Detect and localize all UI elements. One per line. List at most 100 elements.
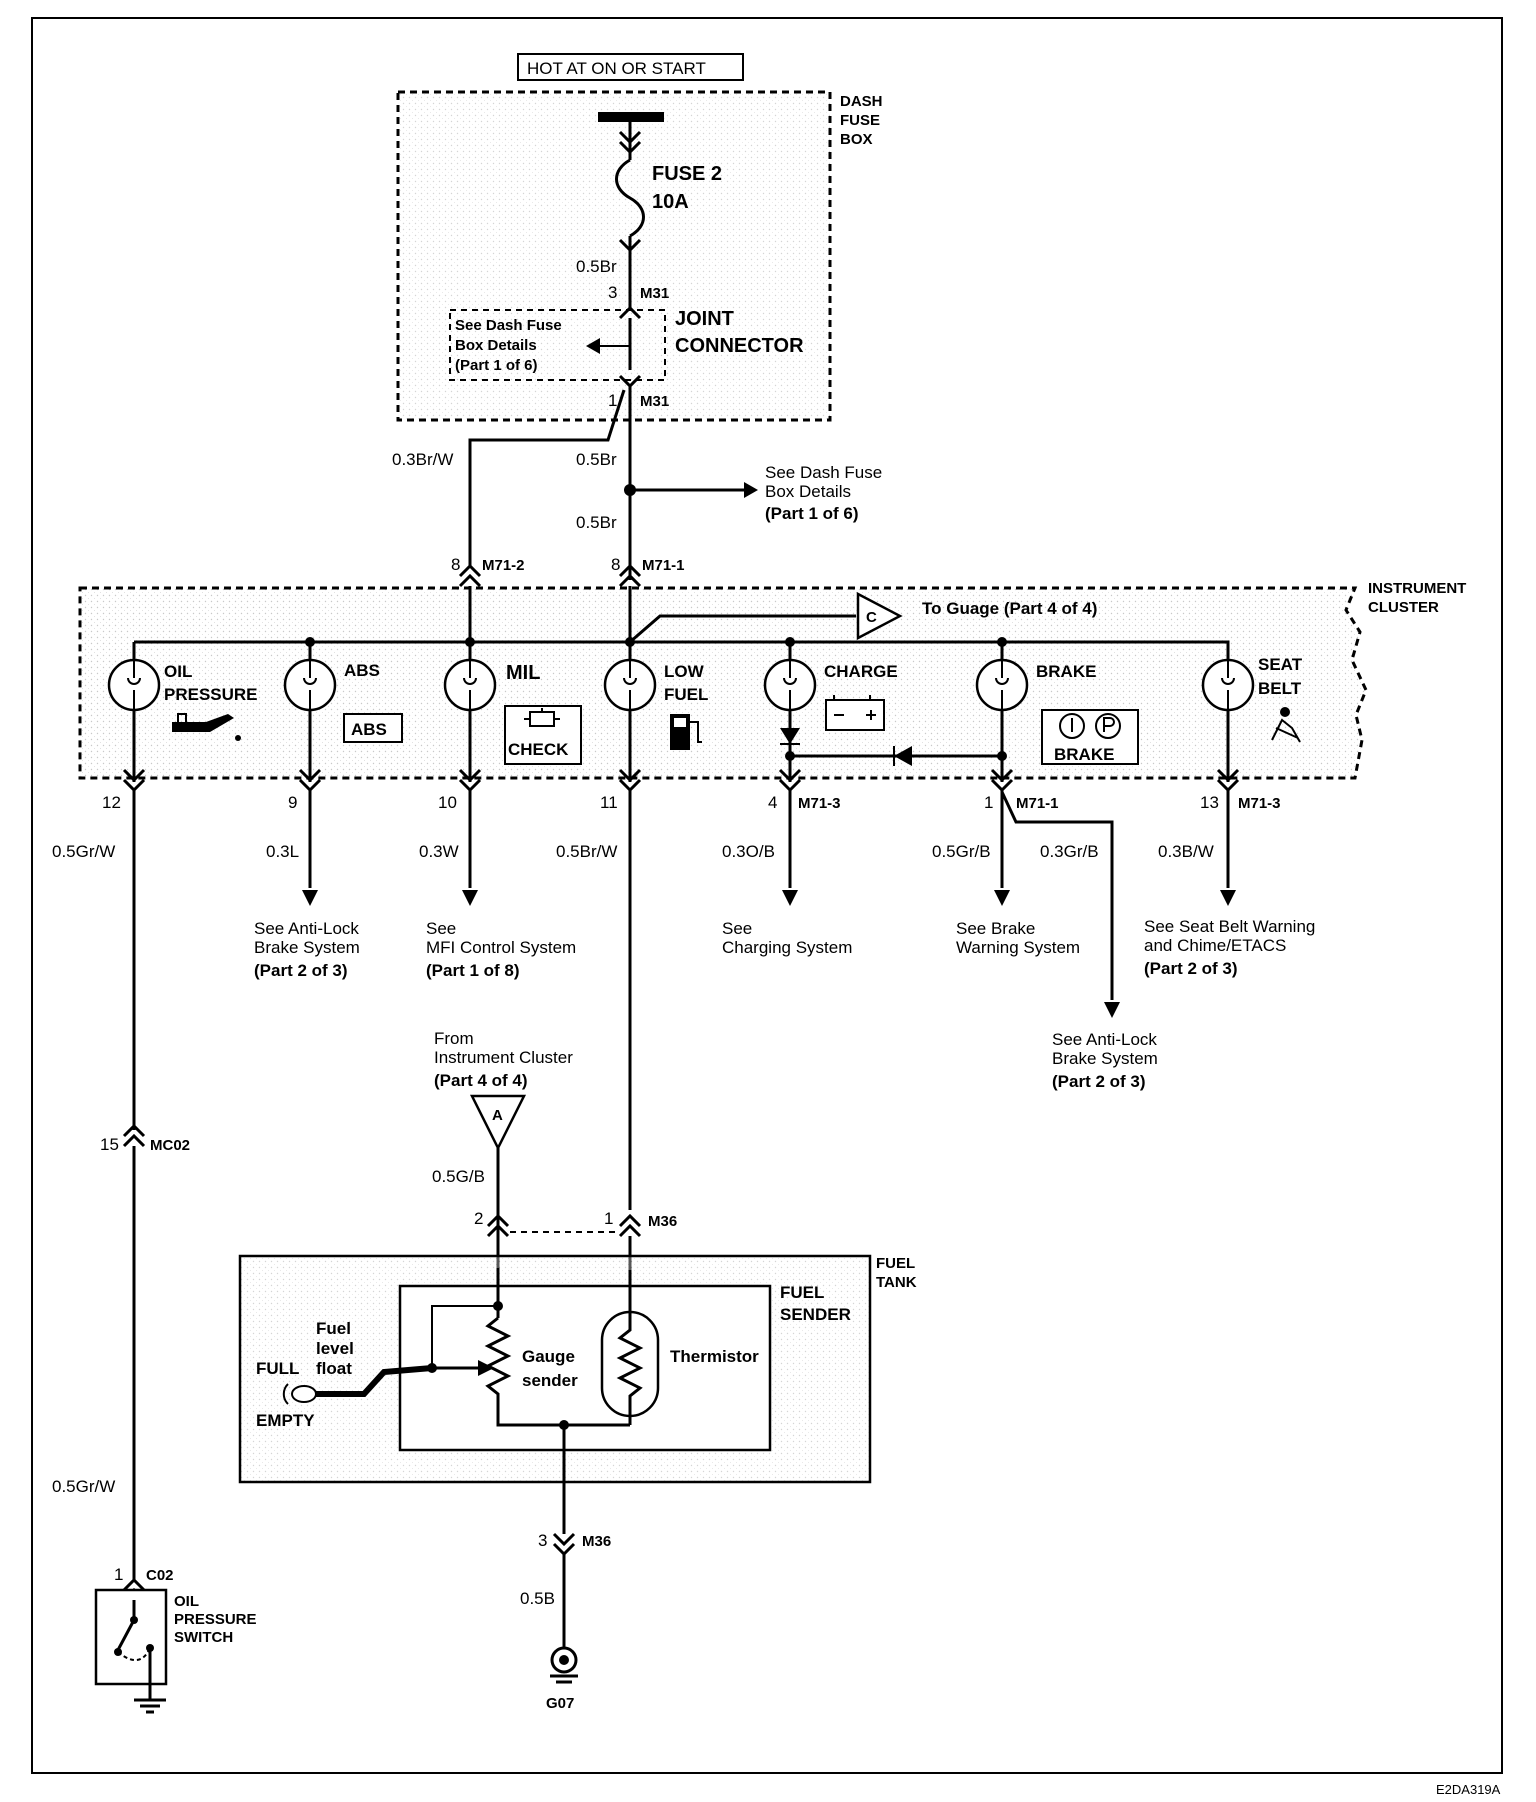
fuse-label: FUSE 2 <box>652 163 722 185</box>
wire-label-03bw: 0.3B/W <box>1158 842 1214 861</box>
m31-bot-pin: 1 <box>608 391 617 410</box>
ref-brake-line-2: Warning System <box>956 938 1080 957</box>
m31-top-pin: 3 <box>608 283 617 302</box>
wire-label-05br-a: 0.5Br <box>576 257 617 276</box>
empty-label: EMPTY <box>256 1411 315 1430</box>
fuel-tank-label-2: TANK <box>876 1274 917 1291</box>
lamp-abs-label: ABS <box>344 661 380 680</box>
ref-seat-belt-line-3: (Part 2 of 3) <box>1144 959 1238 978</box>
lamp-brake-box: BRAKE <box>1054 745 1114 764</box>
connector-a-label: A <box>492 1107 503 1124</box>
ref-seat-belt-line-2: and Chime/ETACS <box>1144 936 1286 955</box>
ref-abs-2-line-1: See Anti-Lock <box>1052 1030 1157 1049</box>
lamp-oil-label-2: PRESSURE <box>164 685 258 704</box>
ref-abs-2-line-2: Brake System <box>1052 1049 1158 1068</box>
see-fuse-details-right-3: (Part 1 of 6) <box>765 504 859 523</box>
mc02-pin: 15 <box>100 1135 119 1154</box>
gauge-c-label: C <box>866 609 877 626</box>
pin-11: 11 <box>600 793 618 812</box>
wire-label-03grb: 0.3Gr/B <box>1040 842 1099 861</box>
m71-1-label: M71-1 <box>642 557 685 574</box>
joint-connector: See Dash Fuse Box Details (Part 1 of 6) … <box>449 308 804 381</box>
battery-icon <box>825 695 885 731</box>
oil-switch-label-1: OIL <box>174 1593 199 1610</box>
m31-top-label: M31 <box>640 285 669 302</box>
wire-label-05br-c: 0.5Br <box>576 513 617 532</box>
see-fuse-details-right-2: Box Details <box>765 482 851 501</box>
wire-label-05b: 0.5B <box>520 1589 555 1608</box>
ref-mfi-line-2: MFI Control System <box>426 938 576 957</box>
ground-icon <box>134 1690 166 1714</box>
pin-1: 1 <box>984 793 993 812</box>
wire-label-03w: 0.3W <box>419 842 459 861</box>
float-label-2: level <box>316 1339 354 1358</box>
thermistor-label: Thermistor <box>670 1347 759 1366</box>
gauge-sender-label-1: Gauge <box>522 1347 575 1366</box>
wire-label-05grw: 0.5Gr/W <box>52 842 115 861</box>
c02-label: C02 <box>146 1567 174 1584</box>
ref-abs-2-line-3: (Part 2 of 3) <box>1052 1072 1146 1091</box>
fuel-pump-icon <box>670 714 702 750</box>
oil-switch-label-2: PRESSURE <box>174 1611 257 1628</box>
float-arc-icon <box>282 1383 289 1405</box>
m71-2-pin: 8 <box>451 555 460 574</box>
wire-label-03ob: 0.3O/B <box>722 842 775 861</box>
ref-abs-1-line-3: (Part 2 of 3) <box>254 961 348 980</box>
instrument-cluster: INSTRUMENT CLUSTER C To Guage (Part 4 of… <box>78 580 1466 793</box>
lamp-mil-label: MIL <box>506 662 540 684</box>
wire-label-05brw: 0.5Br/W <box>556 842 617 861</box>
ref-brake-line-1: See Brake <box>956 919 1035 938</box>
wire-label-05grb: 0.5Gr/B <box>932 842 991 861</box>
see-fuse-details-right-1: See Dash Fuse <box>765 463 882 482</box>
ref-mfi-line-1: See <box>426 919 456 938</box>
to-gauge-label: To Guage (Part 4 of 4) <box>922 599 1097 618</box>
wire-label-05br-b: 0.5Br <box>576 450 617 469</box>
full-label: FULL <box>256 1359 299 1378</box>
pin-m71-3-b: M71-3 <box>1238 795 1281 812</box>
joint-connector-label-2: CONNECTOR <box>675 335 804 357</box>
m71-2-label: M71-2 <box>482 557 525 574</box>
wire-label-05grw-b: 0.5Gr/W <box>52 1477 115 1496</box>
pin-4: 4 <box>768 793 777 812</box>
m31-bot-label: M31 <box>640 393 669 410</box>
pin-m71-1-b: M71-1 <box>1016 795 1059 812</box>
dash-fuse-box-label-2: FUSE <box>840 112 880 129</box>
m36-pin-2: 2 <box>474 1209 483 1228</box>
busbar <box>598 112 664 122</box>
engine-icon <box>524 708 560 727</box>
m36-label: M36 <box>648 1213 677 1230</box>
hot-at-label: HOT AT ON OR START <box>527 59 706 78</box>
pin-13: 13 <box>1200 793 1219 812</box>
ref-seat-belt-line-1: See Seat Belt Warning <box>1144 917 1315 936</box>
lamp-brake-label: BRAKE <box>1036 662 1096 681</box>
lamp-charge-label: CHARGE <box>824 662 898 681</box>
hot-at-box <box>517 53 744 81</box>
lamp-low-fuel-label-2: FUEL <box>664 685 708 704</box>
lamp-abs-box: ABS <box>351 720 387 739</box>
float-label-3: float <box>316 1359 352 1378</box>
oil-switch-label-3: SWITCH <box>174 1629 233 1646</box>
c02-pin: 1 <box>114 1565 123 1584</box>
pin-10: 10 <box>438 793 457 812</box>
cluster-label-1: INSTRUMENT <box>1368 580 1466 597</box>
see-fuse-details-inner-1: See Dash Fuse <box>455 317 562 334</box>
ref-mfi-line-3: (Part 1 of 8) <box>426 961 520 980</box>
pin-12: 12 <box>102 793 121 812</box>
gauge-sender-label-2: sender <box>522 1371 578 1390</box>
brake-icon <box>1041 709 1139 765</box>
joint-connector-label-1: JOINT <box>675 308 734 330</box>
dash-fuse-box-label-3: BOX <box>840 131 873 148</box>
m36-pin-3: 3 <box>538 1531 547 1550</box>
fuel-tank-label-1: FUEL <box>876 1255 915 1272</box>
lamp-mil-box: CHECK <box>508 740 569 759</box>
fuel-sender-label-1: FUEL <box>780 1283 824 1302</box>
connector-a-triangle <box>469 1094 527 1151</box>
gauge-c-triangle <box>856 591 903 641</box>
float-label-1: Fuel <box>316 1319 351 1338</box>
cluster-label-2: CLUSTER <box>1368 599 1439 616</box>
pin-9: 9 <box>288 793 297 812</box>
lamp-seat-belt-label-1: SEAT <box>1258 655 1303 674</box>
fuse-rating: 10A <box>652 191 689 213</box>
lamp-oil-label-1: OIL <box>164 662 192 681</box>
